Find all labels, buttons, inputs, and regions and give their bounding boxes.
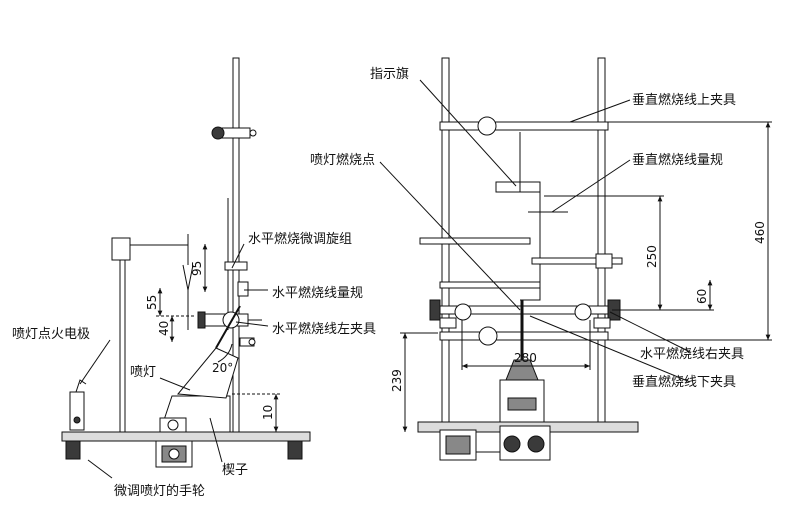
label-indicator-flag: 指示旗: [370, 66, 409, 82]
text-labels: 水平燃烧微调旋组 水平燃烧线量规 水平燃烧线左夹具 喷灯点火电极 喷灯 楔子 微…: [12, 66, 744, 499]
ignition-electrode: [69, 391, 85, 431]
base-foot-left: [65, 440, 81, 460]
left-view: [61, 57, 438, 479]
electrode-post: [119, 247, 126, 433]
label-burner: 喷灯: [130, 365, 156, 380]
dim-250: 250: [645, 245, 659, 268]
dim-10: 10: [261, 405, 275, 420]
label-vertical-upper-clamp: 垂直燃烧线上夹具: [632, 92, 736, 108]
right-view: [379, 57, 772, 461]
base-plate: [61, 431, 311, 442]
dim-280: 280: [514, 351, 537, 365]
dim-60: 60: [695, 289, 709, 304]
dim-angle-20: 20°: [212, 361, 233, 375]
label-fine-adjust-knob: 水平燃烧微调旋组: [248, 231, 352, 247]
dim-40: 40: [157, 321, 171, 336]
label-horizontal-left-clamp: 水平燃烧线左夹具: [272, 321, 376, 337]
dim-95: 95: [190, 261, 204, 276]
indicator-flag: [495, 181, 541, 193]
label-horizontal-gauge: 水平燃烧线量规: [272, 285, 363, 301]
label-vertical-gauge: 垂直燃烧线量规: [632, 152, 723, 168]
label-ignition-electrode: 喷灯点火电极: [12, 327, 90, 342]
burner-body: [177, 347, 239, 399]
label-burner-point: 喷灯燃烧点: [310, 152, 375, 168]
horizontal-gauge-bar: [439, 281, 541, 289]
vertical-gauge: [520, 191, 541, 301]
right-rod: [597, 57, 606, 423]
main-rod: [232, 57, 240, 433]
dimension-labels: 95 55 40 20° 10 239 280 250 60 460: [145, 221, 767, 420]
vertical-lower-clamp: [439, 331, 609, 341]
dim-55: 55: [145, 295, 159, 310]
label-horizontal-right-clamp: 水平燃烧线右夹具: [640, 346, 744, 362]
label-wedge: 楔子: [222, 463, 248, 478]
base-foot-right: [287, 440, 303, 460]
label-vertical-lower-clamp: 垂直燃烧线下夹具: [632, 374, 736, 390]
vertical-upper-clamp: [439, 121, 609, 131]
label-handwheel: 微调喷灯的手轮: [114, 483, 205, 499]
fine-adjust-block: [224, 261, 248, 271]
dim-239: 239: [390, 369, 404, 392]
dim-460: 460: [753, 221, 767, 244]
